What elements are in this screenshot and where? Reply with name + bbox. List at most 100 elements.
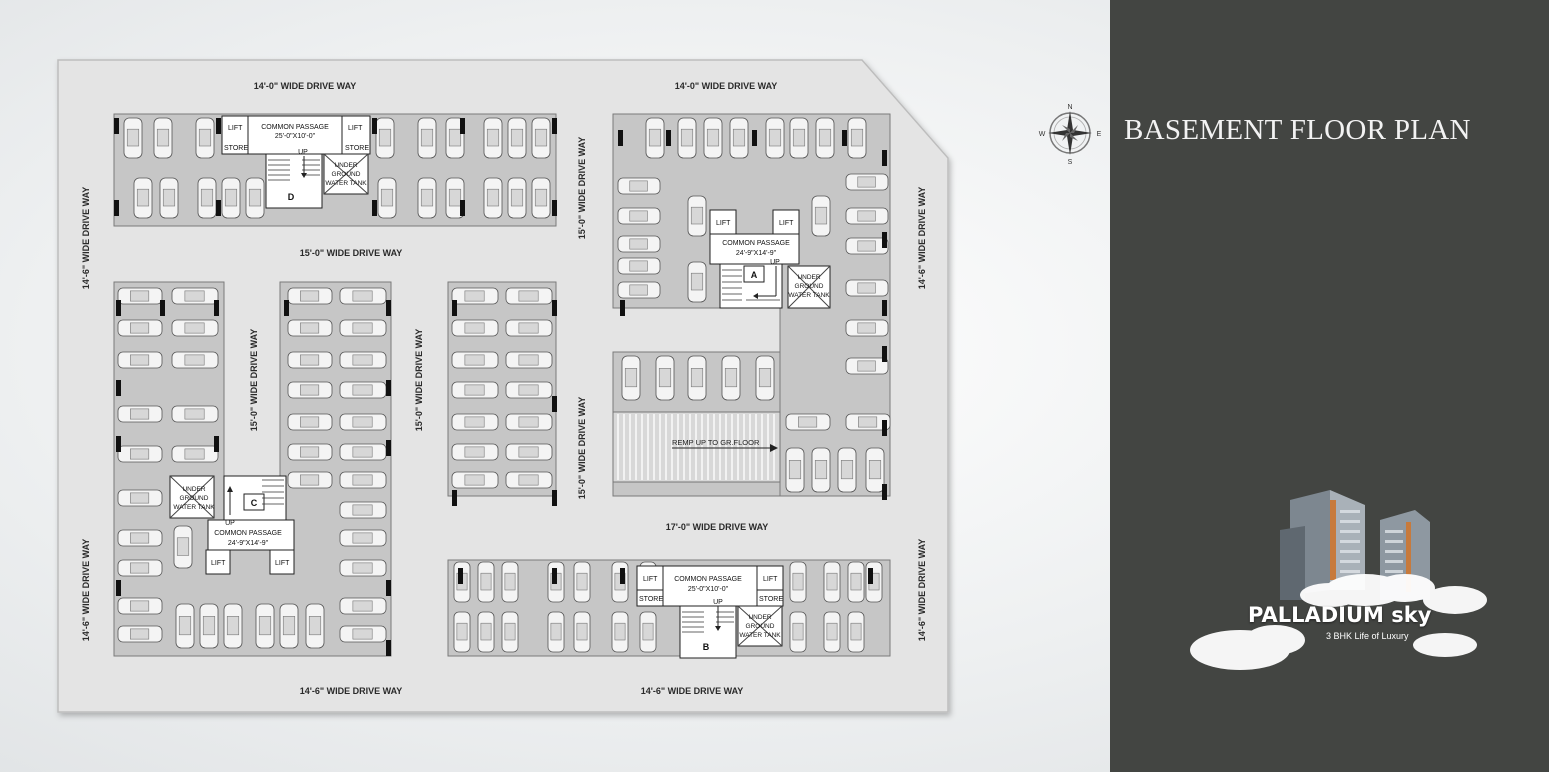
parked-car: [117, 319, 163, 337]
parked-car: [117, 559, 163, 577]
column: [114, 200, 119, 216]
parked-car: [617, 177, 661, 195]
ramp-label: REMP UP TO GR.FLOOR: [672, 438, 760, 447]
svg-text:A: A: [751, 270, 758, 280]
parked-car: [789, 561, 807, 603]
parked-car: [789, 611, 807, 653]
driveway-bottom-right: 14'-6" WIDE DRIVE WAY: [641, 686, 744, 696]
parked-car: [755, 355, 775, 401]
parked-car: [453, 611, 471, 653]
parked-car: [159, 177, 179, 219]
parked-car: [339, 287, 387, 305]
parked-car: [451, 381, 499, 399]
parked-car: [153, 117, 173, 159]
parked-car: [287, 319, 333, 337]
parked-car: [451, 351, 499, 369]
parked-car: [501, 561, 519, 603]
parked-car: [171, 319, 219, 337]
parked-car: [845, 279, 889, 297]
svg-text:LIFT: LIFT: [211, 560, 226, 567]
parked-car: [339, 559, 387, 577]
column: [620, 568, 625, 584]
column: [552, 200, 557, 216]
column: [666, 130, 671, 146]
parked-car: [171, 287, 219, 305]
parked-car: [417, 177, 437, 219]
driveway-vertical-d: 15'-0" WIDE DRIVE WAY: [577, 397, 587, 500]
driveway-vertical-b: 15'-0" WIDE DRIVE WAY: [249, 329, 259, 432]
svg-text:COMMON PASSAGE: COMMON PASSAGE: [722, 240, 790, 247]
driveway-left-lower: 14'-6" WIDE DRIVE WAY: [81, 539, 91, 642]
driveway-right-upper: 14'-6" WIDE DRIVE WAY: [917, 187, 927, 290]
parked-car: [505, 287, 553, 305]
parked-car: [305, 603, 325, 649]
svg-text:WATER TANK: WATER TANK: [788, 292, 830, 299]
column: [386, 380, 391, 396]
column: [216, 200, 221, 216]
parked-car: [845, 207, 889, 225]
svg-text:C: C: [251, 498, 258, 508]
svg-text:LIFT: LIFT: [763, 576, 778, 583]
parked-car: [505, 443, 553, 461]
svg-text:GROUND: GROUND: [332, 171, 361, 178]
parked-car: [175, 603, 195, 649]
parked-car: [195, 117, 215, 159]
svg-text:STORE: STORE: [759, 596, 783, 603]
parked-car: [531, 177, 551, 219]
parked-car: [339, 351, 387, 369]
driveway-top-left: 14'-0" WIDE DRIVE WAY: [254, 81, 357, 91]
parked-car: [547, 611, 565, 653]
ramp: REMP UP TO GR.FLOOR: [612, 411, 781, 483]
column: [216, 118, 221, 134]
brand-tower-illustration: [1180, 460, 1500, 690]
parked-car: [287, 381, 333, 399]
parked-car: [339, 529, 387, 547]
column: [882, 420, 887, 436]
parked-car: [339, 381, 387, 399]
compass-w: W: [1039, 131, 1046, 138]
column: [116, 300, 121, 316]
core-A: LIFT LIFT COMMON PASSAGE 24'-9"X14'-9" U…: [709, 209, 831, 309]
column: [882, 346, 887, 362]
parked-car: [197, 177, 217, 219]
svg-text:GROUND: GROUND: [795, 283, 824, 290]
svg-text:UNDER: UNDER: [797, 274, 820, 281]
parked-car: [505, 381, 553, 399]
svg-text:24'-9"X14'-9": 24'-9"X14'-9": [736, 250, 777, 257]
parked-car: [721, 355, 741, 401]
parked-car: [655, 355, 675, 401]
compass-e: E: [1097, 131, 1102, 138]
column: [752, 130, 757, 146]
column: [116, 436, 121, 452]
parked-car: [339, 625, 387, 643]
parked-car: [451, 287, 499, 305]
svg-text:LIFT: LIFT: [643, 576, 658, 583]
column: [452, 300, 457, 316]
column: [386, 440, 391, 456]
parked-car: [173, 525, 193, 569]
core-C: UNDER GROUND WATER TANK C UP COMMON PASS…: [169, 475, 295, 575]
parked-car: [199, 603, 219, 649]
column: [882, 300, 887, 316]
parked-car: [287, 471, 333, 489]
parked-car: [617, 235, 661, 253]
parked-car: [837, 447, 857, 493]
driveway-middle: 15'-0" WIDE DRIVE WAY: [300, 248, 403, 258]
parked-car: [245, 177, 265, 219]
driveway-labels: 14'-0" WIDE DRIVE WAY 14'-0" WIDE DRIVE …: [81, 81, 927, 696]
parked-car: [339, 413, 387, 431]
column: [116, 380, 121, 396]
parked-car: [451, 471, 499, 489]
svg-text:LIFT: LIFT: [275, 560, 290, 567]
parked-car: [287, 351, 333, 369]
parked-car: [375, 117, 395, 159]
page-title: BASEMENT FLOOR PLAN: [1124, 114, 1471, 146]
parked-car: [223, 603, 243, 649]
driveway-lower: 17'-0" WIDE DRIVE WAY: [666, 522, 769, 532]
parked-car: [171, 405, 219, 423]
core-D: LIFT LIFT STORE STORE COMMON PASSAGE 25'…: [221, 115, 371, 209]
parked-car: [117, 351, 163, 369]
parked-car: [339, 443, 387, 461]
parked-car: [815, 117, 835, 159]
parked-car: [287, 287, 333, 305]
